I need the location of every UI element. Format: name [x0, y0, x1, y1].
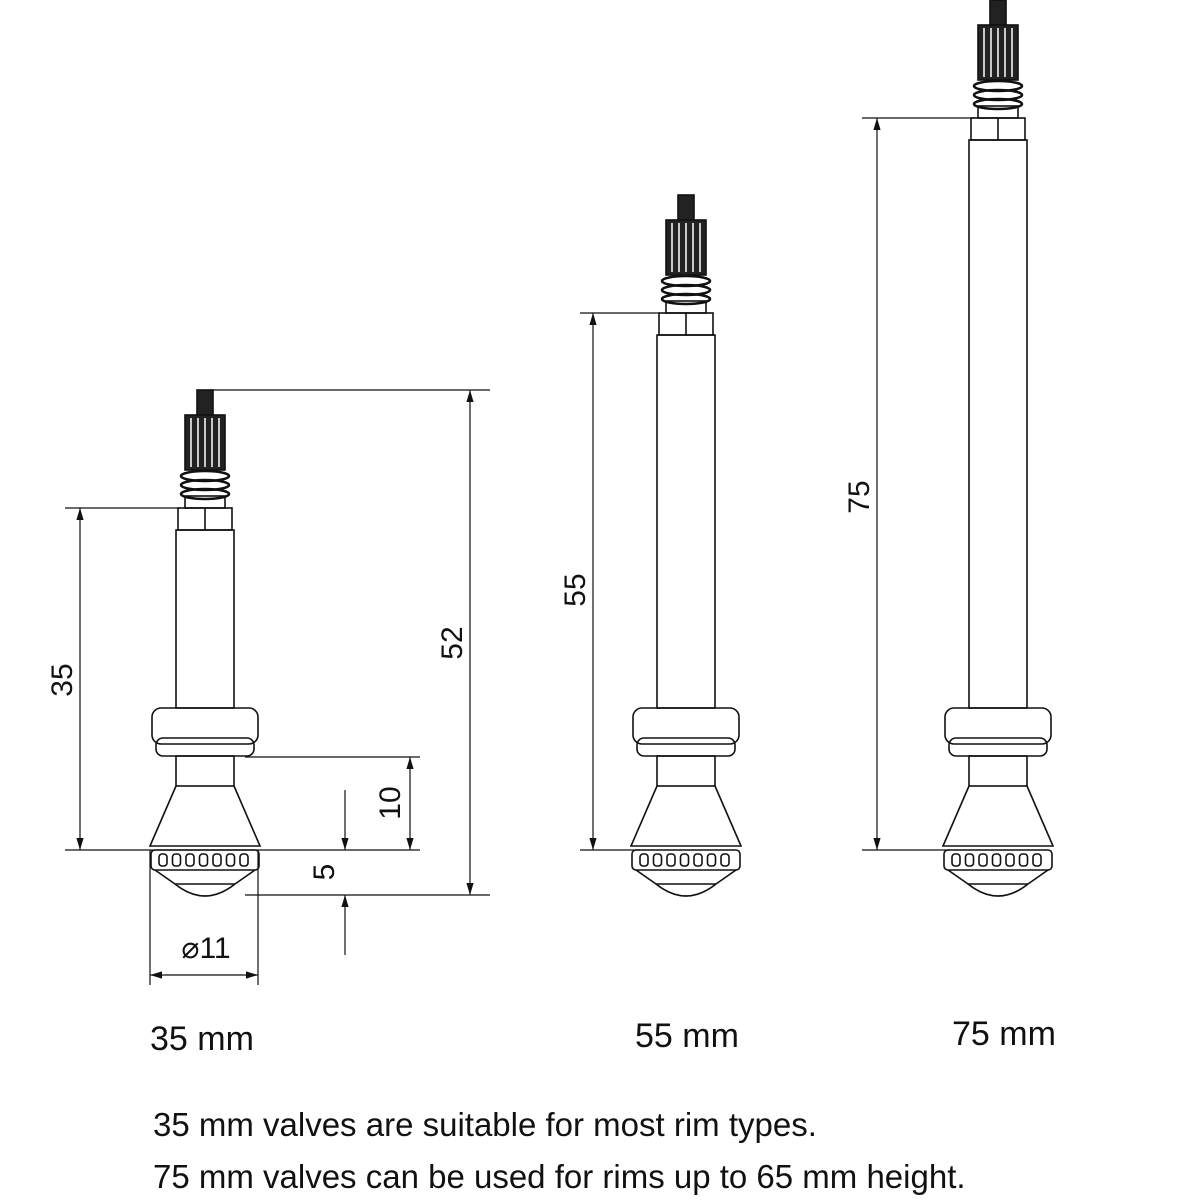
dim-10: 10 [374, 786, 407, 819]
valve-base-dome [635, 869, 737, 897]
ring-slot [639, 853, 649, 867]
ring-slot [1032, 853, 1042, 867]
valve-3 [941, 0, 1055, 897]
dim-diameter-11: ⌀11 [181, 932, 230, 965]
valve-lock-nut [944, 707, 1052, 745]
dim-5: 5 [308, 864, 341, 881]
ring-slot [652, 853, 663, 867]
ring-slot [198, 853, 209, 867]
ring-slot [964, 853, 975, 867]
ring-slot [225, 853, 236, 867]
ring-slot [991, 853, 1002, 867]
valve-stem [656, 334, 716, 709]
ring-slot [679, 853, 690, 867]
ring-slot [693, 853, 703, 867]
valve-lock-nut [632, 707, 740, 745]
valve-label-55: 55 mm [635, 1017, 739, 1055]
valve-neck [656, 755, 716, 787]
valve-1 [148, 389, 262, 897]
dim-55: 55 [559, 573, 592, 606]
ring-slot [158, 853, 168, 867]
valve-neck [175, 755, 235, 787]
ring-slot [212, 853, 222, 867]
valve-lock-nut [151, 707, 259, 745]
ring-slot [978, 853, 988, 867]
valve-tip-thread [196, 389, 214, 417]
valve-spring-coil [972, 97, 1024, 111]
dim-35: 35 [46, 663, 79, 696]
valve-base-dome [154, 869, 256, 897]
ring-slot [239, 853, 249, 867]
valve-base-ring [943, 849, 1053, 871]
ring-slot [720, 853, 730, 867]
valve-label-75: 75 mm [952, 1015, 1056, 1053]
valve-spring-coil [660, 292, 712, 306]
valve-neck [968, 755, 1028, 787]
valve-tip-thread [989, 0, 1007, 27]
valve-lock-nut-washer [155, 737, 255, 757]
valve-label-35: 35 mm [150, 1020, 254, 1058]
valve-base-dome [947, 869, 1049, 897]
valve-stem [968, 139, 1028, 709]
ring-slot [666, 853, 676, 867]
valve-base-ring [631, 849, 741, 871]
ring-slot [706, 853, 717, 867]
ring-slot [1018, 853, 1029, 867]
ring-slot [1005, 853, 1015, 867]
ring-slot [185, 853, 195, 867]
valve-base-cone [629, 785, 743, 847]
valve-stem [175, 529, 235, 709]
valve-2 [629, 194, 743, 897]
valve-base-cone [148, 785, 262, 847]
valve-base-cone [941, 785, 1055, 847]
ring-slot [171, 853, 182, 867]
valve-lock-nut-washer [636, 737, 736, 757]
valve-spring-coil [179, 487, 231, 501]
valve-tip-thread [677, 194, 695, 222]
dim-52: 52 [436, 626, 469, 659]
ring-slot [951, 853, 961, 867]
note-2: 75 mm valves can be used for rims up to … [153, 1158, 966, 1195]
dim-75: 75 [843, 480, 876, 513]
note-1: 35 mm valves are suitable for most rim t… [153, 1106, 817, 1143]
valve-lock-nut-washer [948, 737, 1048, 757]
